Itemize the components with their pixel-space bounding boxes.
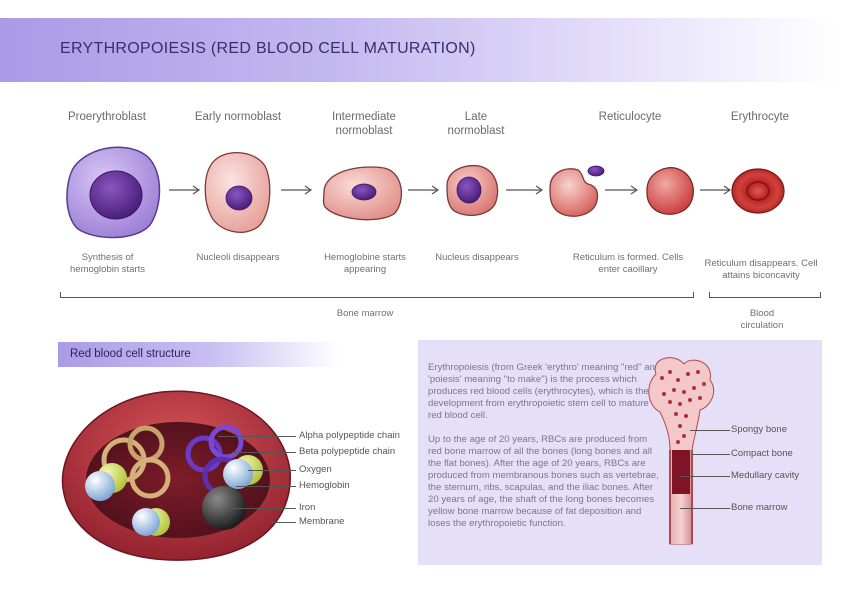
stage-desc-late-normoblast: Nucleus disappears — [435, 252, 519, 263]
leader-line — [272, 522, 296, 523]
leader-line — [690, 430, 730, 431]
structure-title: Red blood cell structure — [70, 348, 191, 360]
stage-name-late-normoblast: Late normoblast — [447, 111, 505, 137]
arrow-right-icon — [408, 185, 440, 195]
stage-name-erythrocyte: Erythrocyte — [730, 111, 790, 123]
arrow-right-icon — [281, 185, 313, 195]
stage-name-reticulocyte: Reticulocyte — [598, 111, 662, 123]
label-membrane: Membrane — [299, 516, 345, 527]
reticulocyte-cell — [549, 165, 605, 217]
leader-line — [680, 476, 730, 477]
bone-illustration — [648, 357, 715, 545]
label-iron: Iron — [299, 502, 316, 513]
leader-line — [680, 508, 730, 509]
reticulocyte-round-cell — [646, 167, 694, 215]
stage-desc-early-normoblast: Nucleoli disappears — [196, 252, 280, 263]
arrow-right-icon — [169, 185, 201, 195]
bone-marrow-bracket — [60, 292, 694, 298]
leader-line — [226, 508, 296, 509]
leader-line — [236, 486, 296, 487]
info-panel: Erythropoiesis (from Greek 'erythro' mea… — [418, 340, 822, 565]
label-hemoglobin: Hemoglobin — [299, 480, 350, 491]
stage-desc-reticulocyte: Reticulum is formed. Cells enter caoilla… — [572, 252, 684, 275]
leader-line — [232, 452, 296, 453]
stage-desc-intermediate-normoblast: Hemoglobine starts appearing — [324, 252, 406, 275]
page-title: ERYTHROPOIESIS (RED BLOOD CELL MATURATIO… — [60, 40, 476, 57]
label-oxygen: Oxygen — [299, 464, 332, 475]
stage-desc-erythrocyte: Reticulum disappears. Cell attains bicon… — [704, 258, 818, 281]
label-bone-marrow: Bone marrow — [731, 502, 788, 513]
arrow-right-icon — [700, 185, 732, 195]
label-spongy-bone: Spongy bone — [731, 424, 787, 435]
blood-circulation-bracket — [709, 292, 821, 298]
leader-line — [218, 436, 296, 437]
intermediate-normoblast-cell — [322, 166, 403, 221]
rbc-structure-illustration — [61, 390, 291, 561]
stage-name-intermediate-normoblast: Intermediate normoblast — [332, 111, 396, 137]
stage-name-proerythroblast: Proerythroblast — [68, 111, 146, 123]
label-alpha-chain: Alpha polypeptide chain — [299, 430, 400, 441]
proerythroblast-cell — [66, 146, 161, 239]
label-medullary-cavity: Medullary cavity — [731, 470, 800, 481]
label-compact-bone: Compact bone — [731, 448, 793, 459]
blood-circulation-label: Blood circulation — [740, 308, 784, 331]
arrow-right-icon — [506, 185, 544, 195]
info-paragraph-2: Up to the age of 20 years, RBCs are prod… — [428, 434, 659, 529]
bone-marrow-label: Bone marrow — [336, 308, 394, 319]
stage-desc-proerythroblast: Synthesis of hemoglobin starts — [70, 252, 145, 275]
label-beta-chain: Beta polypeptide chain — [299, 446, 396, 457]
stage-name-early-normoblast: Early normoblast — [194, 111, 282, 123]
erythrocyte-cell — [731, 168, 785, 214]
title-banner: ERYTHROPOIESIS (RED BLOOD CELL MATURATIO… — [0, 18, 842, 82]
early-normoblast-cell — [204, 151, 271, 233]
leader-line — [692, 454, 730, 455]
leader-line — [248, 470, 296, 471]
info-paragraph-1: Erythropoiesis (from Greek 'erythro' mea… — [428, 362, 661, 421]
structure-banner: Red blood cell structure — [58, 342, 340, 367]
late-normoblast-cell — [446, 164, 499, 216]
arrow-right-icon — [605, 185, 639, 195]
